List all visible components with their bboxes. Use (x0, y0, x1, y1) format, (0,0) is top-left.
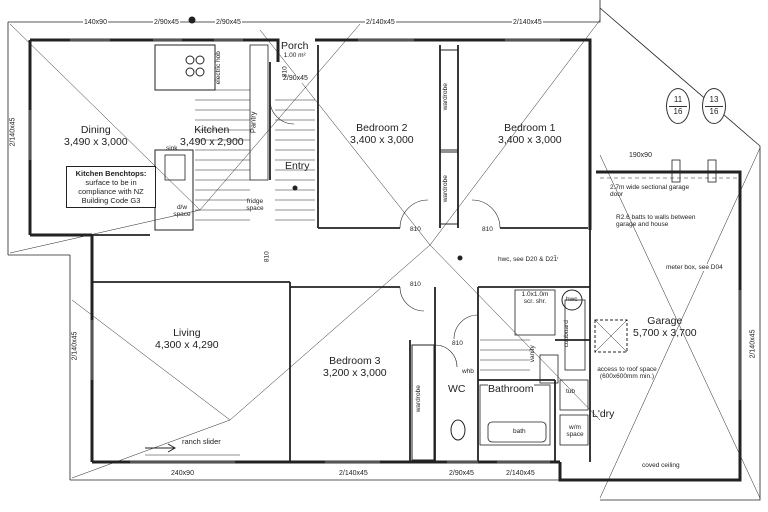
window-label: 2/90x45 (153, 19, 180, 28)
section-callout[interactable]: 13 16 (702, 88, 726, 124)
sink-label: sink (166, 145, 178, 152)
room-wc-name: WC (448, 383, 466, 395)
window-label: 2/140x45 (505, 470, 536, 479)
window-label: 140x90 (83, 19, 108, 28)
room-garage-size: 5,700 x 3,700 (633, 327, 697, 340)
coved-ceiling-note: coved ceiling (642, 462, 680, 469)
window-label: 2/90x45 (282, 75, 309, 84)
dishwasher-space-label: d/w space (173, 204, 191, 219)
room-bedroom2-size: 3,400 x 3,000 (350, 134, 414, 147)
roof-outline (8, 0, 601, 23)
electric-hob-label: electric hob (214, 51, 222, 85)
interior-walls (30, 45, 591, 462)
room-living: Living 4,300 x 4,290 (155, 327, 219, 351)
room-bathroom-name: Bathroom (488, 383, 534, 395)
room-dining: Dining 3,490 x 3,000 (64, 124, 128, 148)
callout-top: 11 (673, 94, 683, 104)
meter-box-note: meter box, see D04 (666, 264, 723, 272)
shower-label: 1.0x1.0m scr. shr. (521, 291, 549, 306)
window-label: 2/140x45 (749, 328, 758, 360)
room-bedroom2-name: Bedroom 2 (356, 122, 408, 134)
room-kitchen-size: 3,490 x 2,900 (180, 136, 244, 149)
room-bedroom3: Bedroom 3 3,200 x 3,000 (323, 355, 387, 379)
door-width-label: 810 (263, 251, 271, 263)
bath-label: bath (513, 428, 526, 435)
window-label: 2/90x45 (215, 19, 242, 28)
tub-label: tub (566, 388, 576, 395)
hwc-note: hwc, see D20 & D21 (498, 256, 558, 264)
room-laundry-name: L'dry (592, 408, 615, 420)
hwc-label: hwc (566, 296, 578, 303)
cupboard-label: cupboard (562, 320, 570, 348)
room-porch: Porch 1.00 m² (281, 40, 308, 60)
room-porch-name: Porch (281, 40, 309, 52)
room-garage: Garage 5,700 x 3,700 (633, 315, 697, 339)
door-width-label: 810 (410, 226, 421, 233)
room-entry-name: Entry (285, 160, 310, 172)
window-label: 2/140x45 (365, 19, 396, 28)
window-label: 2/90x45 (448, 470, 475, 479)
room-kitchen: Kitchen 3,490 x 2,900 (180, 124, 244, 148)
callout-bottom: 16 (673, 106, 683, 116)
door-width-label: 810 (482, 226, 493, 233)
window-label: 240x90 (170, 470, 195, 479)
washing-machine-label: w/m space (566, 424, 584, 439)
outer-walls (28, 38, 742, 482)
window-label: 2/140x45 (338, 470, 369, 479)
window-label: 2/140x45 (9, 116, 18, 148)
window-label: 2/140x45 (512, 19, 543, 28)
room-bathroom: Bathroom (488, 383, 534, 396)
room-bedroom2: Bedroom 2 3,400 x 3,000 (350, 122, 414, 146)
room-kitchen-name: Kitchen (194, 124, 230, 136)
batts-note: R2.6 batts to walls between garage and h… (616, 214, 696, 229)
room-dining-name: Dining (80, 124, 111, 136)
callout-top: 13 (709, 94, 719, 104)
room-living-name: Living (173, 327, 201, 339)
door-width-label: 810 (410, 281, 421, 288)
room-entry: Entry (285, 160, 310, 172)
kitchen-benchtop-note: Kitchen Benchtops: surface to be in comp… (66, 166, 156, 208)
room-bedroom1-name: Bedroom 1 (504, 122, 556, 134)
wardrobe-label-bed3: wardrobe (414, 385, 422, 413)
window-label: 2/140x45 (71, 330, 80, 362)
section-callout[interactable]: 11 16 (666, 88, 690, 124)
room-bedroom1-size: 3,400 x 3,000 (498, 134, 562, 147)
whb-label: whb (462, 368, 474, 375)
room-dining-size: 3,490 x 3,000 (64, 136, 128, 149)
door-width-label: 810 (452, 340, 463, 347)
pantry-label: Pantry (248, 111, 258, 134)
room-bedroom3-size: 3,200 x 3,000 (323, 367, 387, 380)
callout-bottom: 16 (709, 106, 719, 116)
kitchen-benchtop-body: surface to be in compliance with NZ Buil… (78, 178, 144, 205)
room-bedroom1: Bedroom 1 3,400 x 3,000 (498, 122, 562, 146)
wardrobe-label-bed1: wardrobe (441, 175, 449, 203)
kitchen-benchtop-title: Kitchen Benchtops: (75, 169, 147, 178)
garage-door-note: 2.7m wide sectional garage door (610, 184, 690, 199)
room-living-size: 4,300 x 4,290 (155, 339, 219, 352)
fridge-space-label: fridge space (246, 198, 264, 213)
roof-access-note: access to roof space (600x600mm min.) (597, 366, 657, 381)
door-width-label: 810 (281, 66, 289, 78)
room-bedroom3-name: Bedroom 3 (329, 355, 381, 367)
wardrobe-label-bed2: wardrobe (441, 83, 449, 111)
window-label: 190x90 (628, 152, 653, 161)
room-wc: WC (448, 383, 466, 396)
vanity-label: vanity (528, 345, 536, 363)
room-garage-name: Garage (647, 315, 683, 327)
room-laundry: L'dry (592, 408, 614, 420)
room-porch-area: 1.00 m² (283, 52, 306, 60)
ranch-slider-label: ranch slider (182, 437, 221, 446)
